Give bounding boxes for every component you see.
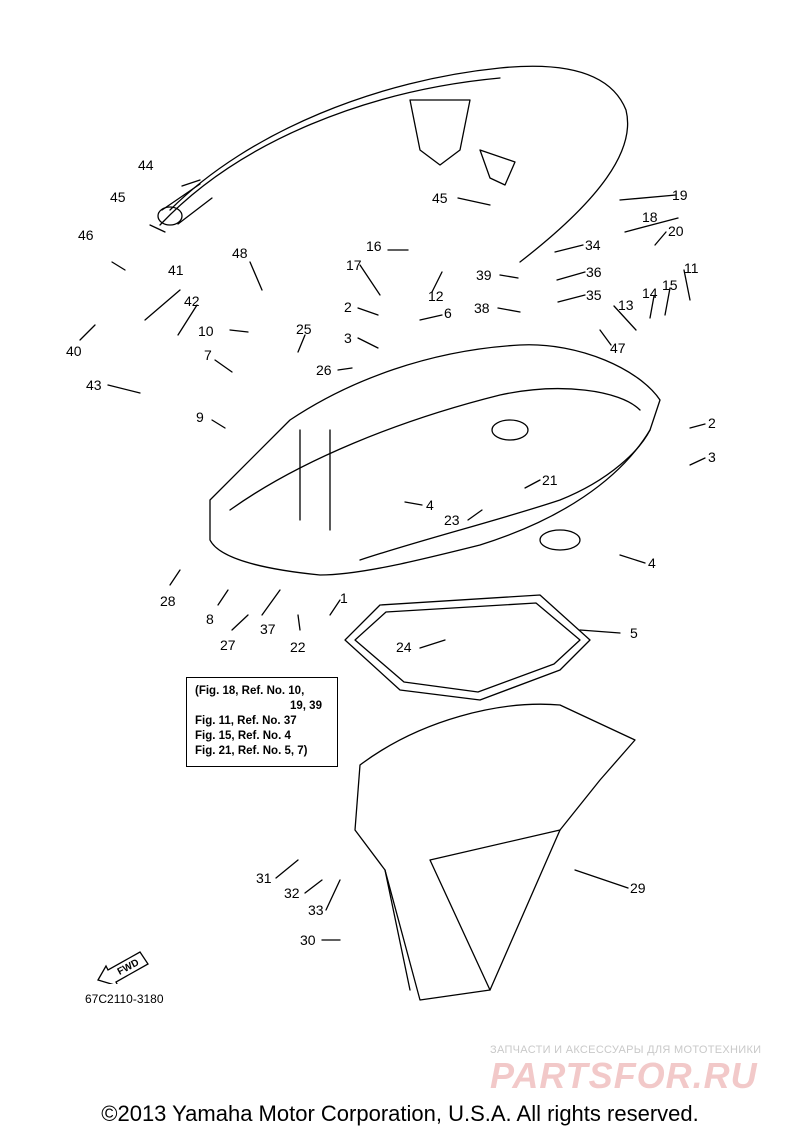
fwd-arrow-icon: FWD xyxy=(97,951,149,984)
callout-6: 6 xyxy=(444,305,452,321)
diagram-code: 67C2110-3180 xyxy=(85,992,164,1006)
callout-16: 16 xyxy=(366,238,382,254)
callout-2: 2 xyxy=(344,299,352,315)
ref-line: Fig. 11, Ref. No. 37 xyxy=(195,715,297,727)
callout-17: 17 xyxy=(346,257,362,273)
callout-47: 47 xyxy=(610,340,626,356)
watermark-logo: PARTSFOR.RU xyxy=(490,1055,758,1096)
callout-28: 28 xyxy=(160,593,176,609)
callout-45: 45 xyxy=(432,190,448,206)
callout-4: 4 xyxy=(648,555,656,571)
callout-31: 31 xyxy=(256,870,272,886)
callout-9: 9 xyxy=(196,409,204,425)
callout-39: 39 xyxy=(476,267,492,283)
callout-1: 1 xyxy=(340,590,348,606)
callout-22: 22 xyxy=(290,639,306,655)
callout-23: 23 xyxy=(444,512,460,528)
callout-45: 45 xyxy=(110,189,126,205)
callout-20: 20 xyxy=(668,223,684,239)
callout-12: 12 xyxy=(428,288,444,304)
callout-32: 32 xyxy=(284,885,300,901)
callout-46: 46 xyxy=(78,227,94,243)
callout-8: 8 xyxy=(206,611,214,627)
callout-43: 43 xyxy=(86,377,102,393)
watermark-subtitle: ЗАПЧАСТИ И АКСЕССУАРЫ ДЛЯ МОТОТЕХНИКИ xyxy=(490,1044,762,1056)
reference-note-box: (Fig. 18, Ref. No. 10, 19, 39 Fig. 11, R… xyxy=(186,677,338,767)
top-cowling-outline xyxy=(169,65,629,263)
callout-29: 29 xyxy=(630,880,646,896)
callout-14: 14 xyxy=(642,285,658,301)
callout-15: 15 xyxy=(662,277,678,293)
callout-41: 41 xyxy=(168,262,184,278)
callout-2: 2 xyxy=(708,415,716,431)
apron-body xyxy=(354,703,636,1001)
callout-38: 38 xyxy=(474,300,490,316)
callout-18: 18 xyxy=(642,209,658,225)
callout-42: 42 xyxy=(184,293,200,309)
callout-25: 25 xyxy=(296,321,312,337)
copyright-notice: ©2013 Yamaha Motor Corporation, U.S.A. A… xyxy=(101,1101,699,1126)
callout-4: 4 xyxy=(426,497,434,513)
callout-21: 21 xyxy=(542,472,558,488)
ref-line: Fig. 15, Ref. No. 4 xyxy=(195,730,291,742)
callout-36: 36 xyxy=(586,264,602,280)
callout-10: 10 xyxy=(198,323,214,339)
ref-line: Fig. 21, Ref. No. 5, 7) xyxy=(195,745,308,757)
callout-34: 34 xyxy=(585,237,601,253)
callout-3: 3 xyxy=(344,330,352,346)
callout-26: 26 xyxy=(316,362,332,378)
bottom-cowling-body xyxy=(209,344,661,576)
callout-40: 40 xyxy=(66,343,82,359)
callout-19: 19 xyxy=(672,187,688,203)
ref-line: (Fig. 18, Ref. No. 10, xyxy=(195,685,305,697)
callout-13: 13 xyxy=(618,297,634,313)
callout-27: 27 xyxy=(220,637,236,653)
callout-7: 7 xyxy=(204,347,212,363)
callout-24: 24 xyxy=(396,639,412,655)
callout-37: 37 xyxy=(260,621,276,637)
callout-30: 30 xyxy=(300,932,316,948)
callout-3: 3 xyxy=(708,449,716,465)
callout-11: 11 xyxy=(684,260,699,276)
callout-33: 33 xyxy=(308,902,324,918)
callout-35: 35 xyxy=(586,287,602,303)
callout-48: 48 xyxy=(232,245,248,261)
callout-5: 5 xyxy=(630,625,638,641)
callout-44: 44 xyxy=(138,157,154,173)
seal-rubber xyxy=(344,594,591,701)
ref-line: 19, 39 xyxy=(290,700,322,712)
